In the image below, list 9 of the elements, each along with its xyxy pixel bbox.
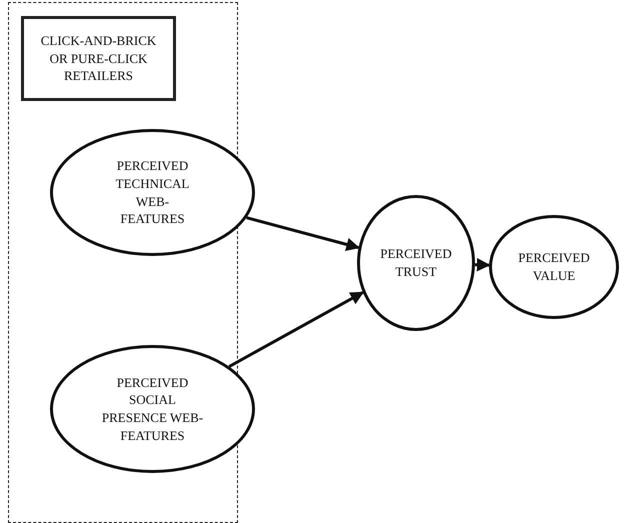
arrow — [228, 291, 364, 368]
node-label: PERCEIVED SOCIAL PRESENCE WEB-FEATURES — [100, 374, 204, 444]
label-box — [21, 16, 176, 101]
node-label: CLICK-AND-BRICK OR PURE-CLICK RETAILERS — [40, 32, 158, 85]
node-label: PERCEIVED TRUST — [379, 245, 453, 281]
arrow — [474, 258, 490, 272]
node-label: PERCEIVED VALUE — [518, 249, 590, 285]
arrow — [246, 216, 360, 251]
node-label: PERCEIVED TECHNICAL WEB-FEATURES — [114, 157, 190, 228]
